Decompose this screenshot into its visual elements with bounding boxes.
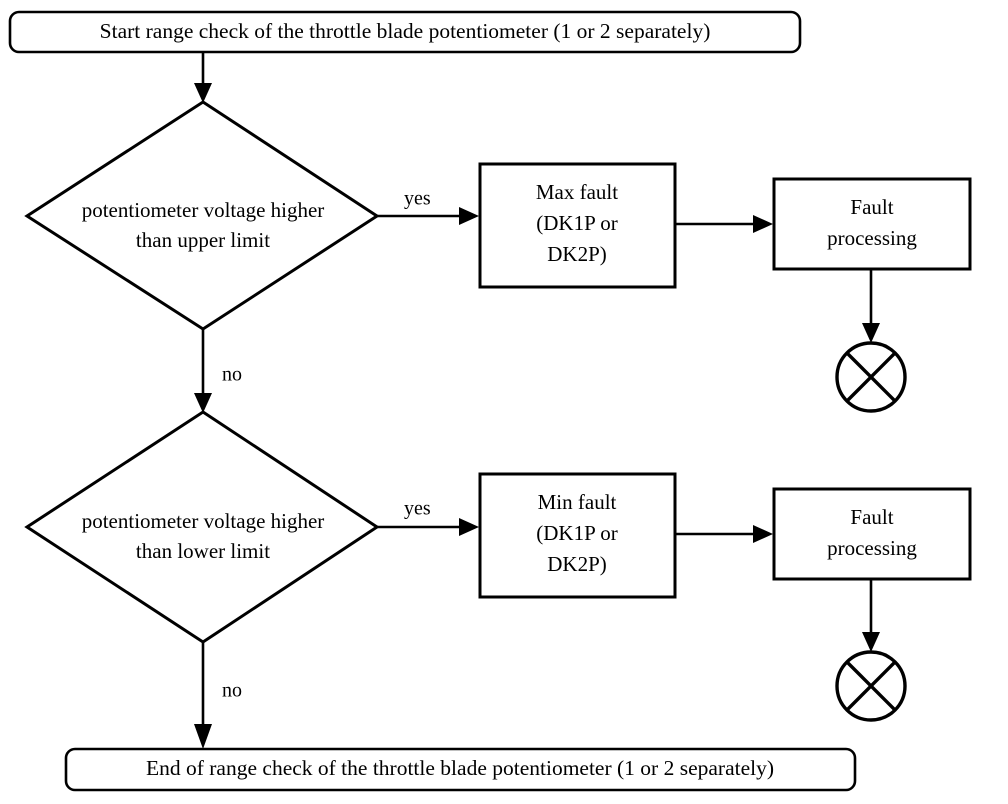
decision-upper-label-line1: potentiometer voltage higher: [82, 198, 325, 222]
max-fault-label-line2: (DK1P or: [536, 211, 617, 235]
min-fault-shape: [478, 472, 677, 599]
fault-processing-lower-shape: [772, 487, 972, 581]
fault-processing-upper-shape: [772, 177, 972, 271]
node-max-fault[interactable]: Max fault (DK1P or DK2P): [478, 162, 677, 289]
edge-label-upper-no: no: [222, 364, 242, 386]
connector-processing-upper-to-stop: [862, 269, 880, 343]
node-fault-processing-upper[interactable]: Fault processing: [772, 177, 972, 271]
max-fault-label-line3: DK2P): [547, 242, 607, 266]
arrow-head-icon: [459, 518, 479, 536]
node-start[interactable]: Start range check of the throttle blade …: [8, 10, 802, 54]
node-min-fault[interactable]: Min fault (DK1P or DK2P): [478, 472, 677, 599]
connector-lower-no: no: [194, 642, 242, 749]
node-stop-lower[interactable]: [835, 650, 907, 722]
min-fault-label-line2: (DK1P or: [536, 521, 617, 545]
arrow-head-icon: [753, 215, 773, 233]
fault-processing-lower-label-line1: Fault: [850, 505, 893, 529]
arrow-head-icon: [459, 207, 479, 225]
start-terminator-label: Start range check of the throttle blade …: [100, 19, 711, 43]
start-terminator-shape: [8, 10, 802, 54]
decision-upper-label-line2: than upper limit: [136, 228, 270, 252]
min-fault-label-line3: DK2P): [547, 552, 607, 576]
connector-start-to-decision-upper: [194, 52, 212, 103]
decision-lower-label-line2: than lower limit: [136, 539, 270, 563]
arrow-head-icon: [753, 525, 773, 543]
connector-min-fault-to-processing: [675, 525, 773, 543]
node-fault-processing-lower[interactable]: Fault processing: [772, 487, 972, 581]
connector-upper-no: no: [194, 329, 242, 413]
edge-label-lower-yes: yes: [404, 498, 431, 520]
arrow-head-icon: [194, 83, 212, 103]
fault-processing-upper-label-line2: processing: [827, 226, 917, 250]
decision-lower-label-line1: potentiometer voltage higher: [82, 509, 325, 533]
node-decision-lower[interactable]: potentiometer voltage higher than lower …: [24, 410, 380, 644]
fault-processing-lower-label-line2: processing: [827, 536, 917, 560]
min-fault-label-line1: Min fault: [538, 490, 617, 514]
cross-icon: [845, 660, 897, 712]
connector-lower-yes: yes: [377, 498, 479, 536]
node-stop-upper[interactable]: [835, 341, 907, 413]
node-decision-upper[interactable]: potentiometer voltage higher than upper …: [24, 100, 380, 331]
max-fault-label-line1: Max fault: [536, 180, 618, 204]
edge-label-lower-no: no: [222, 680, 242, 702]
edge-label-upper-yes: yes: [404, 188, 431, 210]
arrow-head-icon: [194, 724, 212, 749]
fault-processing-upper-label-line1: Fault: [850, 195, 893, 219]
end-terminator-shape: [64, 747, 857, 792]
node-end[interactable]: End of range check of the throttle blade…: [64, 747, 857, 792]
arrow-head-icon: [862, 632, 880, 652]
arrow-head-icon: [862, 323, 880, 343]
connector-max-fault-to-processing: [675, 215, 773, 233]
connector-upper-yes: yes: [377, 188, 479, 225]
connector-processing-lower-to-stop: [862, 579, 880, 652]
max-fault-shape: [478, 162, 677, 289]
arrow-head-icon: [194, 393, 212, 413]
cross-icon: [845, 351, 897, 403]
end-terminator-label: End of range check of the throttle blade…: [146, 756, 774, 780]
